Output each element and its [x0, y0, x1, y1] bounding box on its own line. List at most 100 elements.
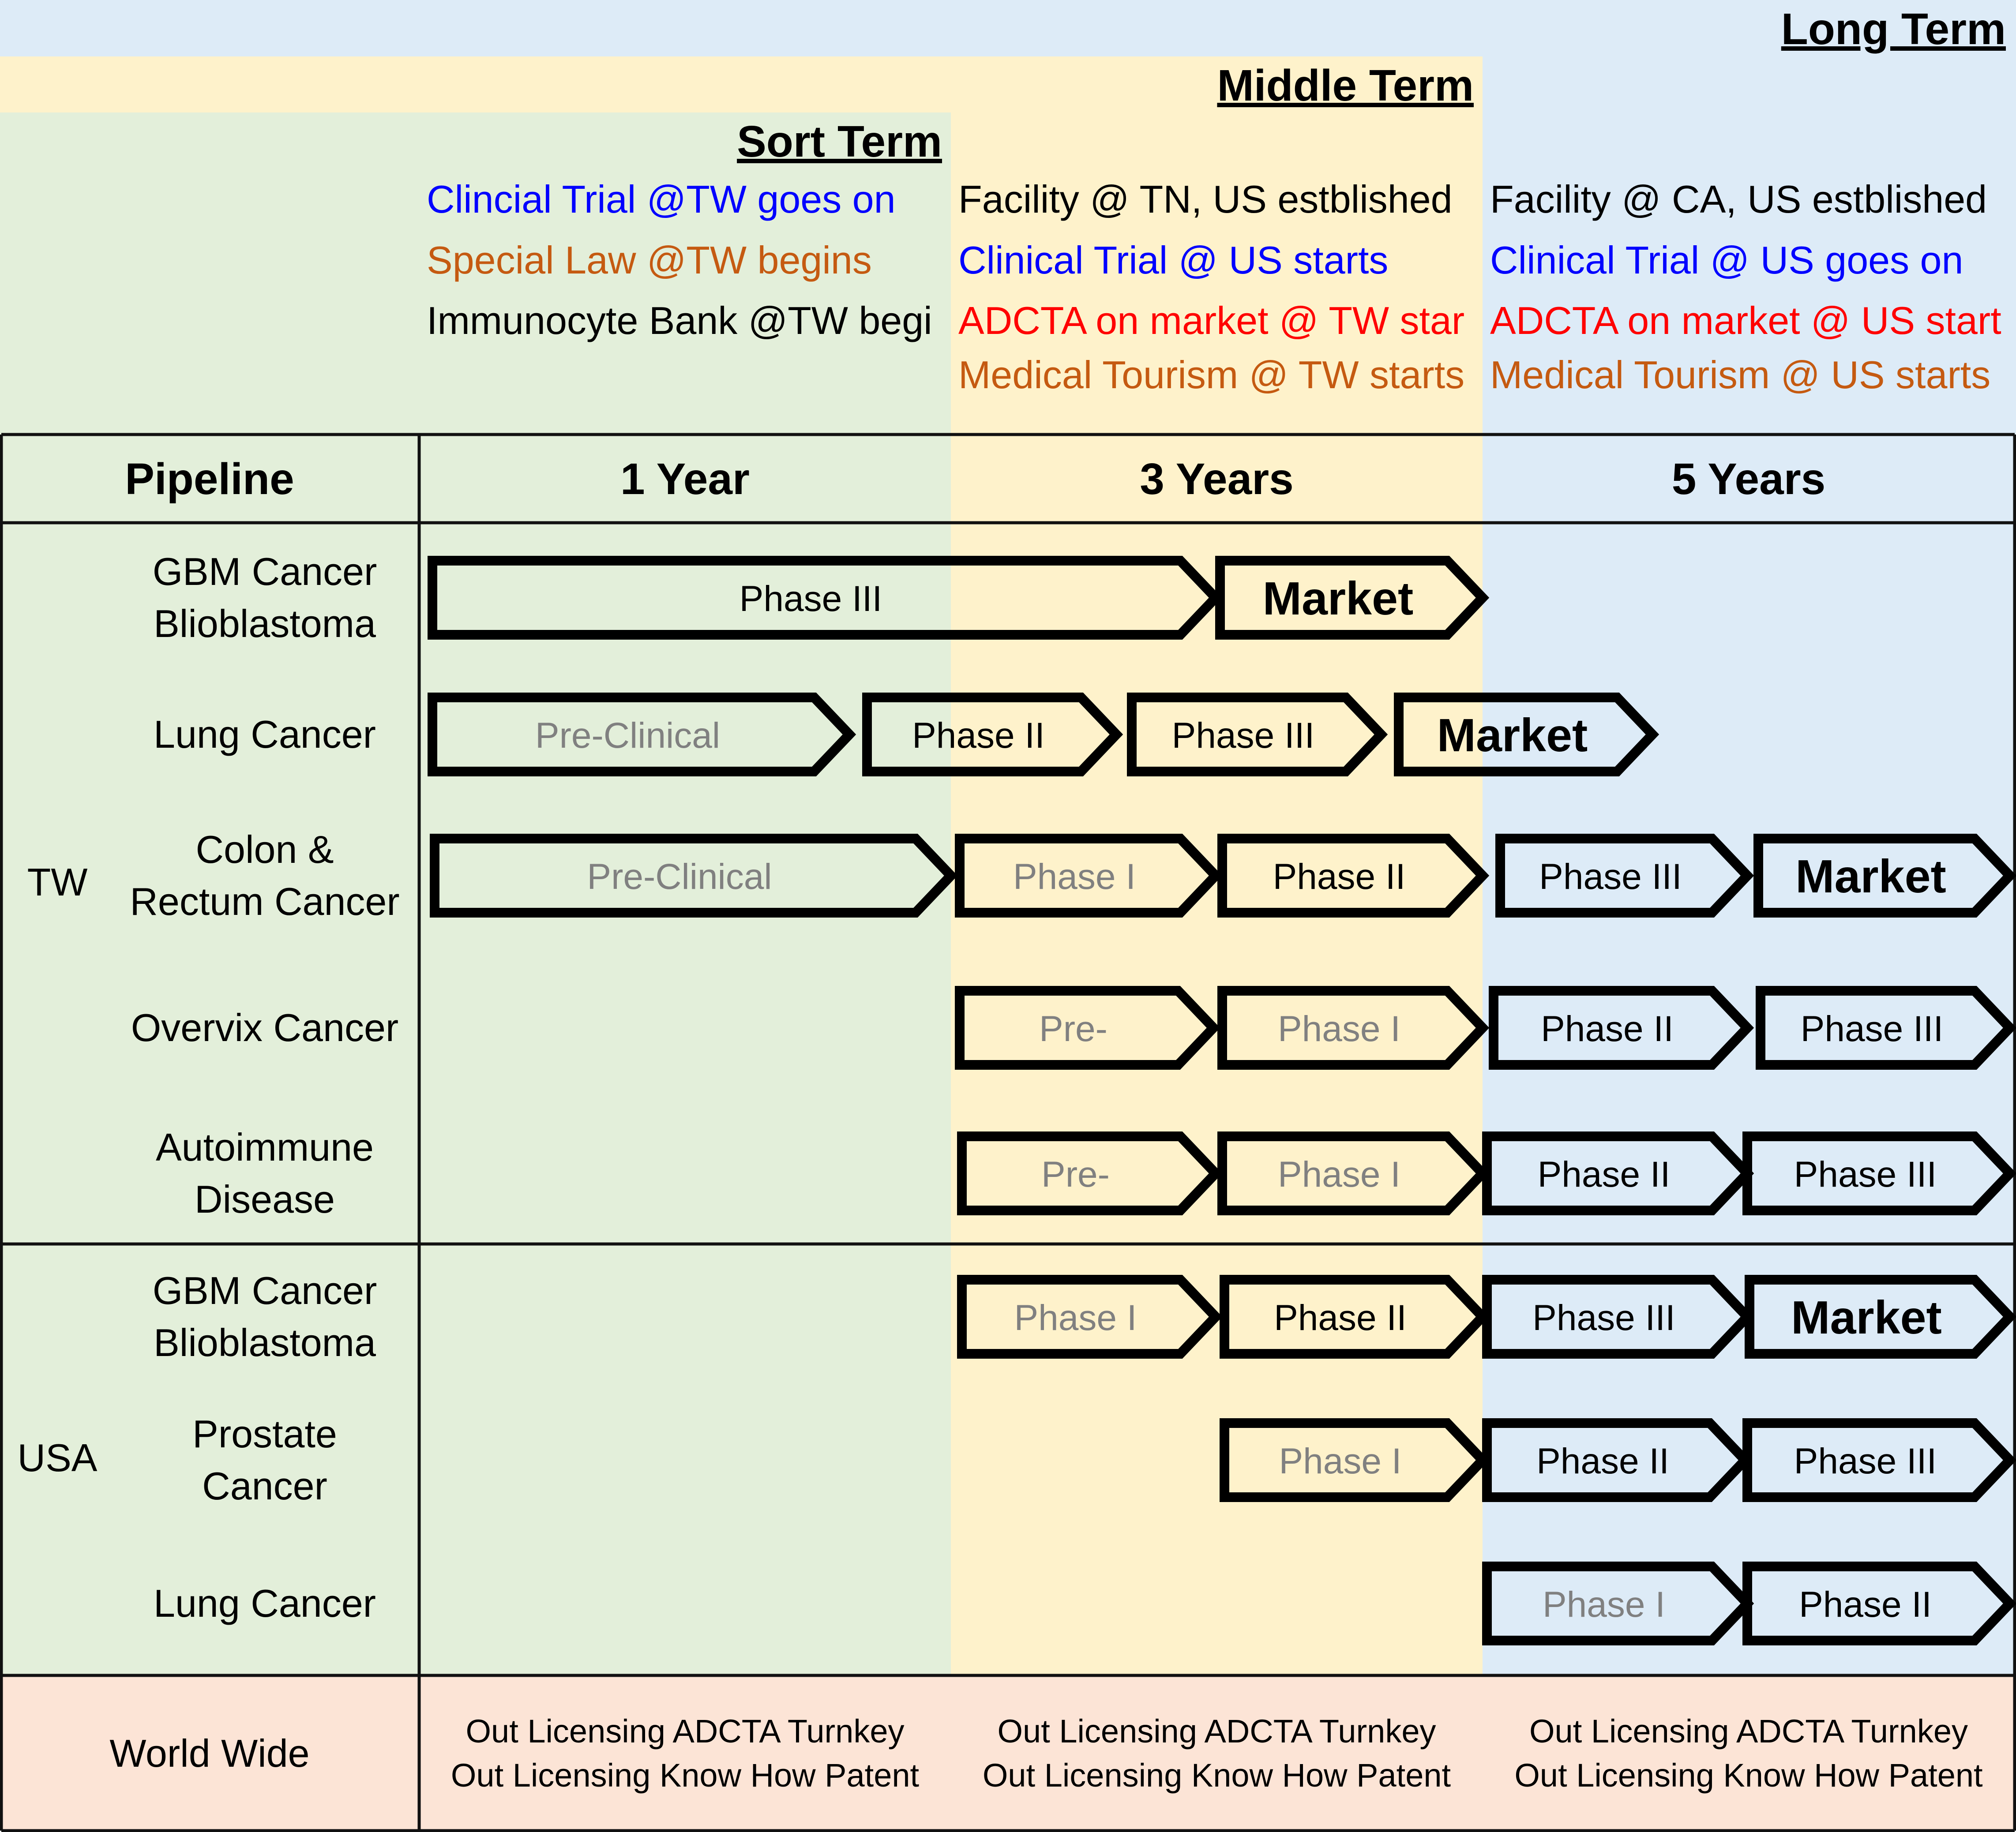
- pipeline-row-label: Autoimmune: [156, 1125, 374, 1169]
- stage-arrow: Market: [1753, 834, 2016, 918]
- stage-label: Phase II: [1274, 1298, 1407, 1338]
- middle-goal-item: ADCTA on market @ TW star: [958, 299, 1464, 342]
- stage-arrow-shape: [1220, 1275, 1490, 1359]
- stage-arrow-shape: [1753, 834, 2016, 918]
- worldwide-item: Out Licensing Know How Patent: [983, 1757, 1451, 1794]
- pipeline-table-grid: [0, 433, 2016, 1832]
- stage-label: Phase I: [1278, 1009, 1400, 1049]
- stage-arrow: Phase II: [1217, 834, 1490, 918]
- pipeline-row-label: Cancer: [202, 1464, 327, 1508]
- stage-label: Phase I: [1543, 1585, 1665, 1625]
- worldwide-band: [0, 1675, 2016, 1831]
- stage-arrow: Pre-: [955, 986, 1220, 1070]
- stage-arrow-shape: [862, 693, 1123, 776]
- short-goal-item: Clincial Trial @TW goes on: [427, 177, 896, 221]
- stage-arrow-shape: [1745, 1275, 2016, 1359]
- stage-arrow-shape: [1756, 986, 2016, 1070]
- stage-label: Market: [1795, 850, 1946, 903]
- stage-arrow-shape: [1495, 834, 1754, 918]
- stage-label: Phase II: [1799, 1585, 1932, 1625]
- column-header: 5 Years: [1672, 454, 1826, 504]
- stage-arrow: Phase I: [1217, 986, 1490, 1070]
- short-term-band: [0, 112, 951, 1675]
- column-header: 3 Years: [1140, 454, 1294, 504]
- pipeline-row-label: Lung Cancer: [154, 712, 376, 756]
- stage-label: Pre-Clinical: [535, 716, 720, 756]
- stage-label: Market: [1437, 709, 1588, 761]
- stage-label: Phase II: [1541, 1009, 1674, 1049]
- long-term-title: Long Term: [1781, 4, 2006, 54]
- stage-label: Market: [1263, 573, 1414, 625]
- pipeline-row-label: Colon &: [195, 828, 334, 871]
- stage-arrow: Phase II: [1742, 1562, 2016, 1645]
- stage-arrow: Phase III: [1127, 693, 1388, 776]
- stage-arrow-shape: [1482, 1275, 1754, 1359]
- long-goal-item: Clinical Trial @ US goes on: [1490, 238, 1963, 282]
- stage-arrow-shape: [955, 986, 1220, 1070]
- middle-goal-item: Clinical Trial @ US starts: [958, 238, 1388, 282]
- stage-label: Pre-Clinical: [587, 857, 772, 897]
- pipeline-row-label: Lung Cancer: [154, 1581, 376, 1625]
- stage-label: Pre-: [1039, 1009, 1107, 1049]
- stage-label: Phase III: [1794, 1154, 1937, 1195]
- stage-arrow-shape: [1742, 1418, 2016, 1502]
- stage-arrow: Phase II: [1220, 1275, 1490, 1359]
- pipeline-row-label: Rectum Cancer: [130, 880, 399, 923]
- stage-arrow: Pre-Clinical: [428, 693, 856, 776]
- worldwide-item: Out Licensing Know How Patent: [451, 1757, 920, 1794]
- stage-label: Phase I: [1013, 857, 1136, 897]
- stage-arrow: Phase III: [1756, 986, 2016, 1070]
- short-goal-item: Immunocyte Bank @TW begi: [427, 299, 932, 342]
- long-goal-item: ADCTA on market @ US start: [1490, 299, 2001, 342]
- middle-goal-item: Medical Tourism @ TW starts: [958, 353, 1464, 397]
- stage-label: Market: [1791, 1292, 1942, 1344]
- stage-label: Pre-: [1041, 1154, 1110, 1195]
- stage-arrow-shape: [957, 1131, 1223, 1215]
- stage-arrow-shape: [430, 834, 958, 918]
- pipeline-row-label: Overvix Cancer: [131, 1006, 398, 1049]
- long-goal-item: Medical Tourism @ US starts: [1490, 353, 1990, 397]
- middle-term-title: Middle Term: [1217, 61, 1474, 110]
- stage-arrow-shape: [428, 693, 856, 776]
- stage-arrow-shape: [428, 556, 1223, 640]
- stage-arrow-shape: [1215, 556, 1490, 640]
- stage-arrow-shape: [1482, 1562, 1754, 1645]
- stage-arrow: Phase I: [1482, 1562, 1754, 1645]
- stage-arrow-shape: [1217, 986, 1490, 1070]
- stage-arrow-shape: [1482, 1131, 1754, 1215]
- stage-label: Phase II: [912, 716, 1045, 756]
- stage-arrow-shape: [1217, 834, 1490, 918]
- stage-label: Phase III: [1794, 1441, 1937, 1481]
- worldwide-item: Out Licensing ADCTA Turnkey: [998, 1713, 1436, 1750]
- stage-label: Phase III: [1801, 1009, 1944, 1049]
- worldwide-item: Out Licensing ADCTA Turnkey: [1529, 1713, 1968, 1750]
- stage-arrow-shape: [1742, 1131, 2016, 1215]
- pipeline-header: Pipeline: [125, 454, 294, 504]
- short-goal-item: Special Law @TW begins: [427, 238, 872, 282]
- stage-arrow-shape: [957, 1275, 1223, 1359]
- stage-label: Phase III: [1539, 857, 1682, 897]
- stage-arrow-shape: [1482, 1418, 1752, 1502]
- stage-arrow-shape: [1742, 1562, 2016, 1645]
- middle-goal-item: Facility @ TN, US estblished: [958, 177, 1453, 221]
- stage-label: Phase III: [740, 579, 882, 619]
- pipeline-row-label: Blioblastoma: [154, 1321, 376, 1364]
- stage-arrow: Phase I: [1220, 1418, 1490, 1502]
- pipeline-row-label: Disease: [195, 1177, 335, 1221]
- stage-label: Phase I: [1014, 1298, 1137, 1338]
- short-term-title: Sort Term: [737, 117, 942, 166]
- stage-label: Phase III: [1172, 716, 1315, 756]
- stage-arrow-shape: [955, 834, 1223, 918]
- stage-arrow: Phase III: [1742, 1418, 2016, 1502]
- stage-arrow: Market: [1215, 556, 1490, 640]
- stage-label: Phase I: [1278, 1154, 1400, 1195]
- long-goal-item: Facility @ CA, US estblished: [1490, 177, 1987, 221]
- stage-arrow: Phase I: [955, 834, 1223, 918]
- stage-arrow: Phase II: [1482, 1418, 1752, 1502]
